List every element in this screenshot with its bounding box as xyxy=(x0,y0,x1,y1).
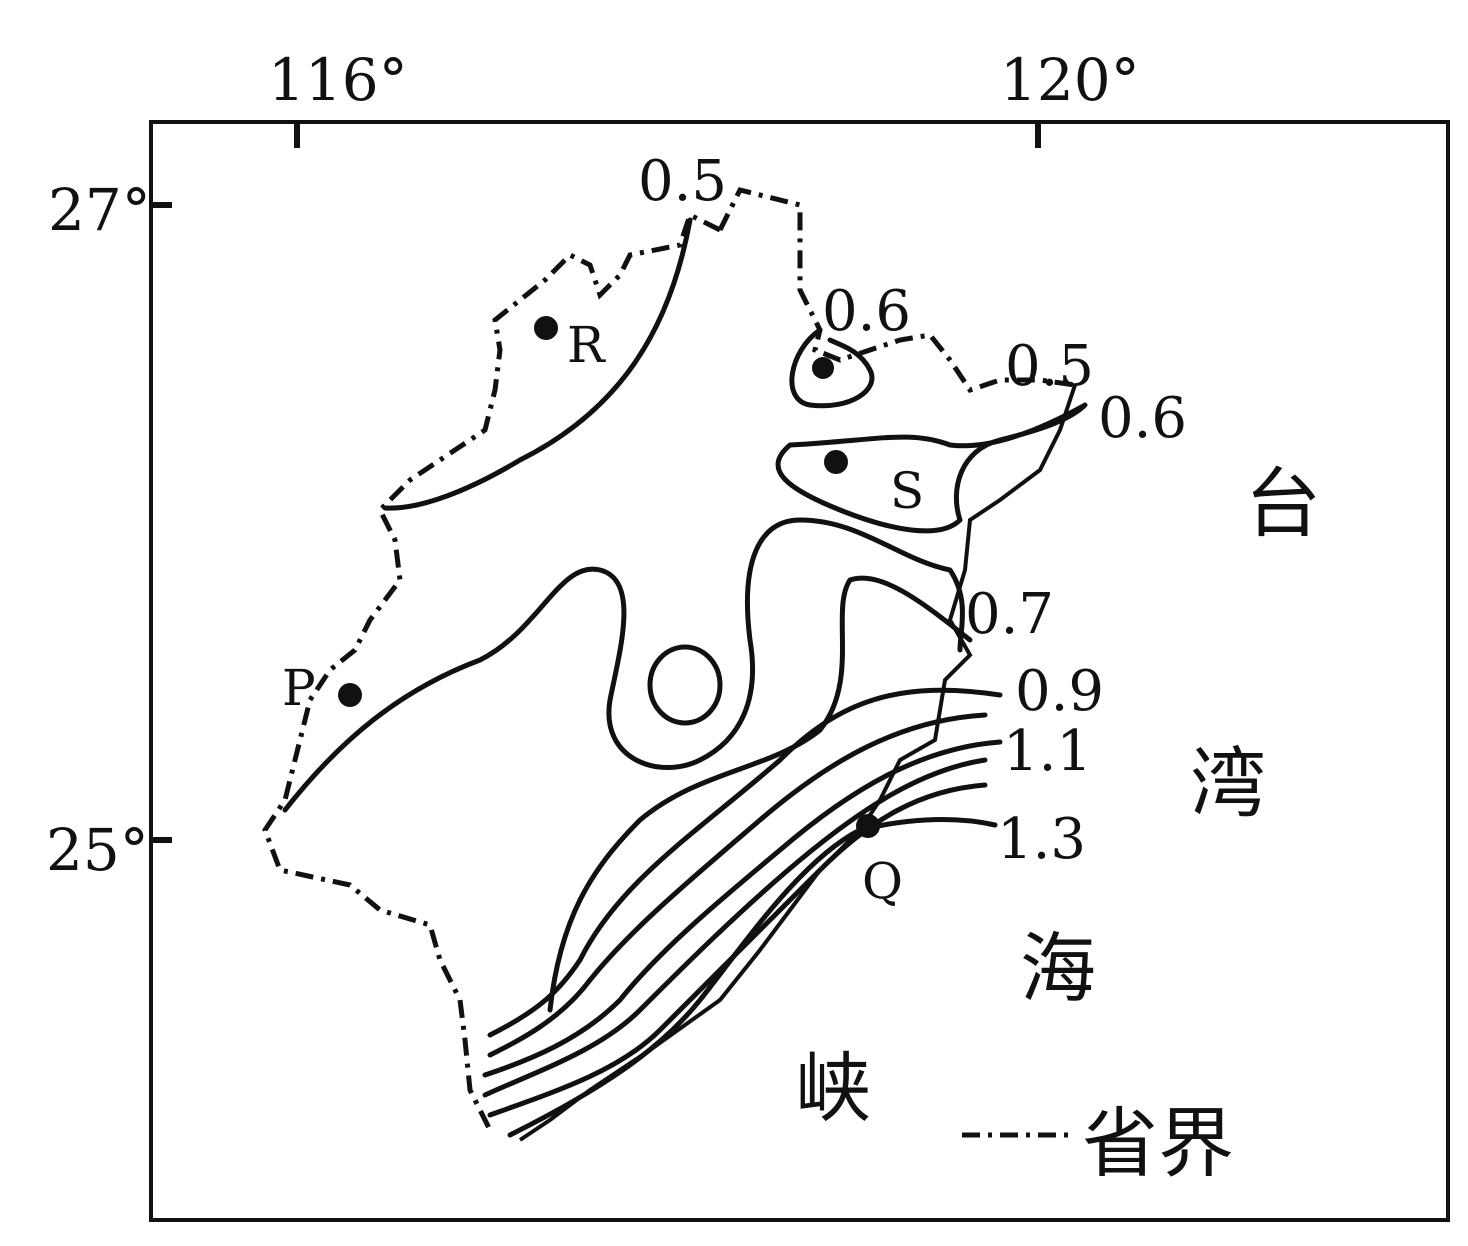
point-q-label: Q xyxy=(862,852,903,910)
point-p-label: P xyxy=(282,659,316,717)
point-r-marker xyxy=(534,316,558,340)
point-r-label: R xyxy=(567,316,606,374)
isoline-label: 0.5 xyxy=(1005,334,1094,399)
isoline-label: 0.9 xyxy=(1015,659,1104,724)
lat-label-27: 27° xyxy=(48,176,151,244)
isoline-label: 0.6 xyxy=(822,279,911,344)
point-s-label: S xyxy=(890,462,924,520)
isoline-label: 0.7 xyxy=(965,582,1054,647)
coastline xyxy=(518,384,1077,1142)
sea-name-char: 海 xyxy=(1020,924,1096,1013)
sea-name-char: 湾 xyxy=(1190,739,1266,828)
point-s-marker xyxy=(824,450,848,474)
sea-name-char: 峡 xyxy=(795,1044,871,1133)
isoline-label: 1.1 xyxy=(1003,719,1092,784)
province-boundary xyxy=(262,187,1076,1132)
lon-label-116: 116° xyxy=(268,46,408,114)
legend-label: 省界 xyxy=(1082,1099,1234,1188)
lat-label-25: 25° xyxy=(46,816,149,884)
isoline-label: 0.5 xyxy=(638,149,727,214)
lon-label-120: 120° xyxy=(1000,46,1140,114)
sea-name-char: 台 xyxy=(1245,459,1321,548)
unlabeled-point-marker xyxy=(812,357,834,379)
map-frame xyxy=(149,120,1450,1222)
isolines xyxy=(282,217,1088,1138)
point-p-marker xyxy=(338,683,362,707)
isoline-label: 1.3 xyxy=(997,807,1086,872)
isoline-label: 0.6 xyxy=(1098,386,1187,451)
point-q-marker xyxy=(856,814,880,838)
